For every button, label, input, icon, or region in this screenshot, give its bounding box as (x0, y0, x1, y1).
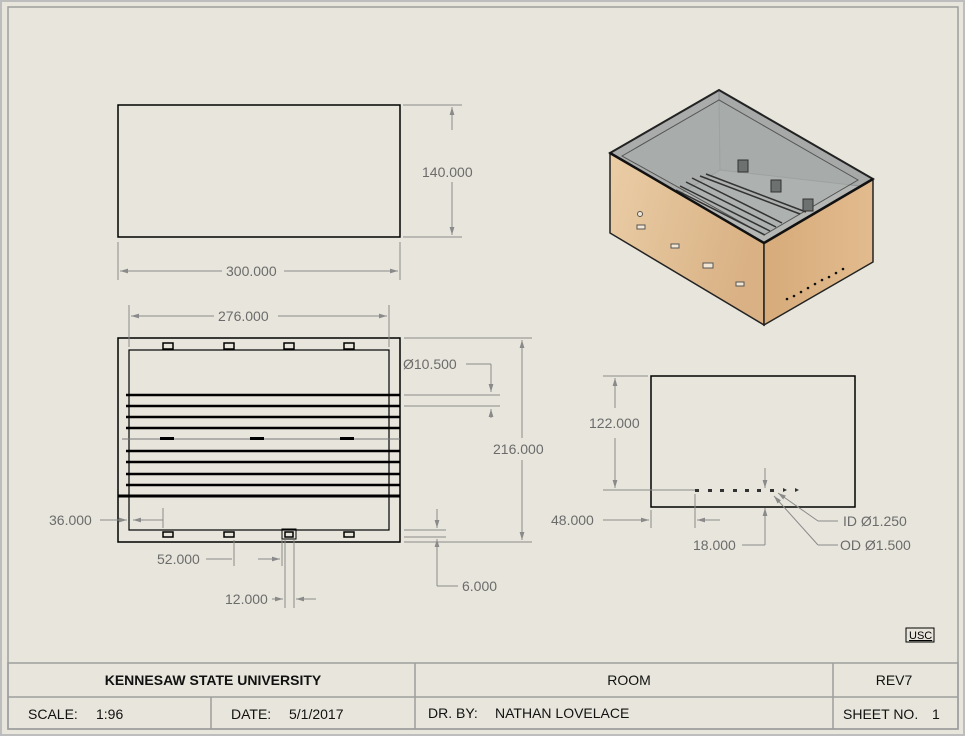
svg-text:USC: USC (909, 630, 932, 642)
front-inner-width-dim: 276.000 (218, 308, 269, 324)
front-bottom-offset-dim: 6.000 (462, 578, 497, 594)
drawing-frame (7, 6, 959, 730)
od-callout: OD Ø1.500 (840, 537, 911, 553)
top-view: 140.000 300.000 (117, 104, 473, 280)
front-view: 276.000 Ø10.500 216.000 36.000 52.00 (49, 305, 544, 608)
drawn-by-value: NATHAN LOVELACE (495, 705, 629, 721)
top-width-dim: 300.000 (226, 263, 277, 279)
standard-badge: USC (905, 627, 935, 643)
revision: REV7 (876, 672, 913, 688)
side-left-offset-dim: 48.000 (551, 512, 594, 528)
side-height-dim: 122.000 (589, 415, 640, 431)
front-tab-width-dim: 12.000 (225, 591, 268, 607)
drawing-title: ROOM (607, 672, 651, 688)
side-view: 122.000 48.000 18.000 ID Ø1.250 OD Ø1.50… (551, 375, 911, 553)
isometric-view (608, 88, 875, 327)
sheet-label: SHEET NO. (843, 706, 918, 722)
front-spacing-dim: 52.000 (157, 551, 200, 567)
scale-value: 1:96 (96, 706, 123, 722)
drawn-by-label: DR. BY: (428, 705, 478, 721)
front-left-offset-dim: 36.000 (49, 512, 92, 528)
date-value: 5/1/2017 (289, 706, 344, 722)
top-height-dim: 140.000 (422, 164, 473, 180)
scale-label: SCALE: (28, 706, 78, 722)
id-callout: ID Ø1.250 (843, 513, 907, 529)
organization-name: KENNESAW STATE UNIVERSITY (105, 672, 322, 688)
front-height-dim: 216.000 (493, 441, 544, 457)
date-label: DATE: (231, 706, 271, 722)
front-hole-dim: Ø10.500 (403, 356, 457, 372)
sheet-value: 1 (932, 706, 940, 722)
side-spacing-dim: 18.000 (693, 537, 736, 553)
title-block: KENNESAW STATE UNIVERSITY ROOM REV7 SCAL… (7, 662, 959, 730)
